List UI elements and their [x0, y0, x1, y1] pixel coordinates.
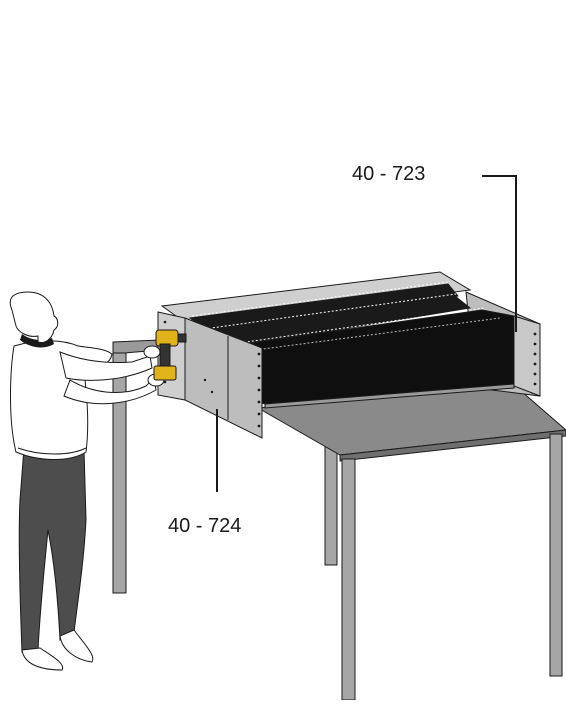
drill-battery: [153, 365, 177, 381]
person-collar: [20, 334, 54, 348]
part-label-40-723: 40 - 723: [352, 163, 426, 185]
shelf-unit: [157, 271, 541, 439]
end-panel-left-face: [184, 317, 263, 439]
end-panel-right-face: [513, 315, 541, 397]
person-hand-upper: [143, 345, 161, 359]
shelf-bottom-edge: [264, 383, 515, 409]
person-trousers: [18, 447, 87, 653]
back-table: [112, 339, 338, 594]
callout-leaders: [216, 175, 517, 492]
back-table-leg-left: [112, 352, 127, 594]
drill-handle: [159, 343, 171, 369]
front-table-leg-right: [549, 433, 563, 677]
front-table-leg-front: [341, 458, 356, 701]
person-shoe-right: [59, 629, 94, 663]
cordless-drill-icon: [153, 329, 187, 381]
front-table-top-edge: [339, 429, 566, 462]
leader-723: [482, 175, 517, 332]
end-panel-right-holes: [533, 332, 537, 386]
person-figure-icon: [9, 291, 165, 671]
person-arm-upper: [59, 351, 153, 381]
drill-chuck: [177, 333, 187, 343]
front-table: [256, 377, 566, 701]
part-label-40-724: 40 - 724: [168, 515, 242, 537]
person-head: [9, 291, 59, 343]
person-shoe-left: [21, 647, 64, 671]
